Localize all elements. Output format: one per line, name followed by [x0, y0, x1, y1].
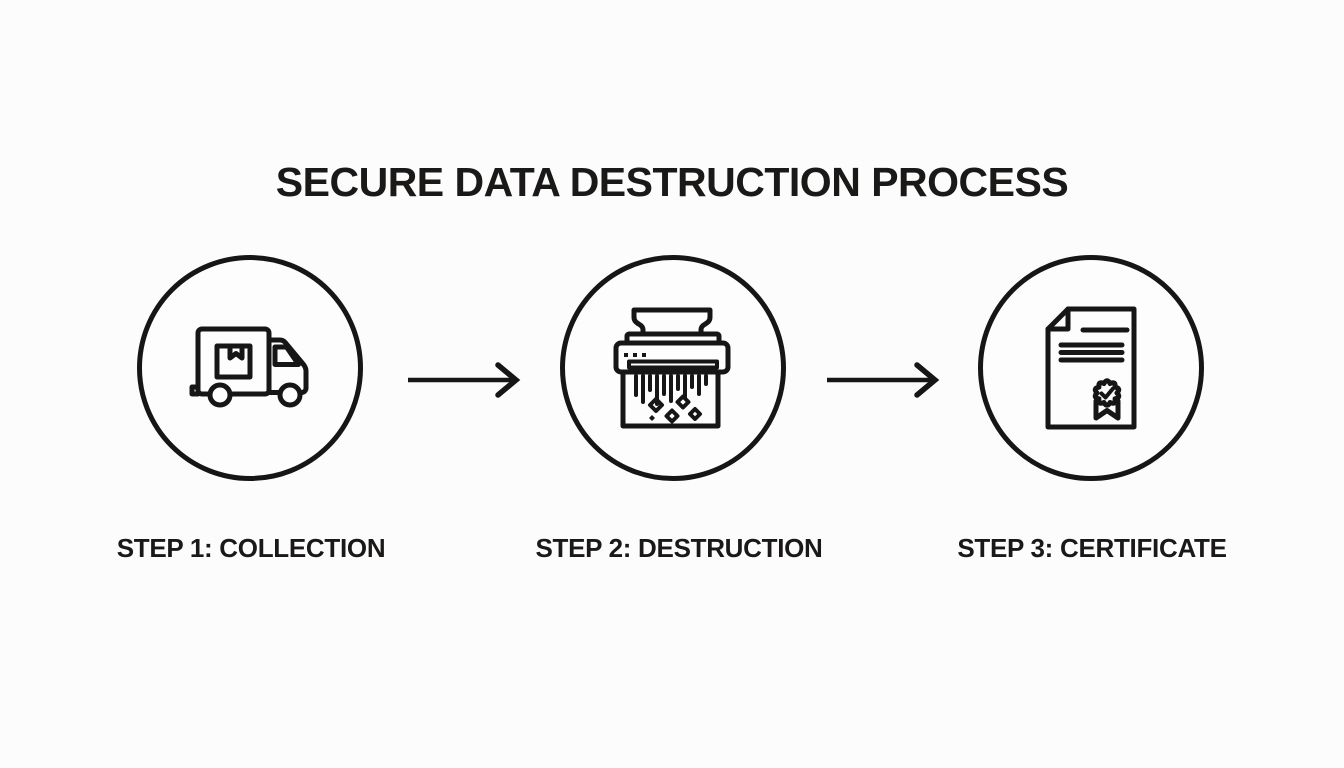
shredder-icon — [613, 307, 731, 429]
page-title: SECURE DATA DESTRUCTION PROCESS — [275, 159, 1069, 206]
step-1-circle — [137, 255, 363, 481]
arrow-right-icon — [406, 358, 526, 407]
arrow-right-icon — [825, 358, 945, 407]
step-2-circle — [560, 255, 786, 481]
step-2-label: STEP 2: DESTRUCTION — [535, 533, 823, 563]
certificate-icon — [1045, 306, 1137, 430]
delivery-truck-icon — [189, 326, 309, 408]
step-3-circle — [978, 255, 1204, 481]
step-1-label: STEP 1: COLLECTION — [116, 533, 386, 563]
step-3-label: STEP 3: CERTIFICATE — [957, 533, 1227, 563]
